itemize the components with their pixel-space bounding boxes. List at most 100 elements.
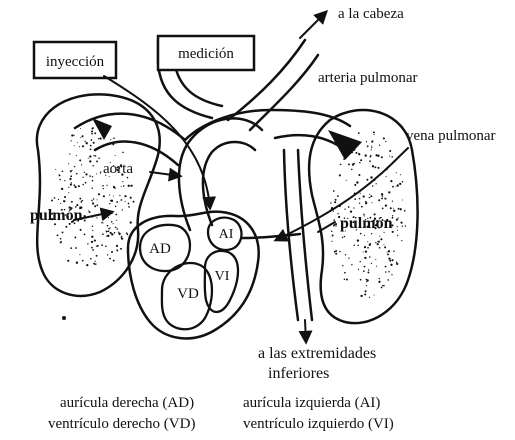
stipple-dot xyxy=(109,258,111,260)
stipple-dot xyxy=(75,186,77,188)
stipple-dot xyxy=(363,270,365,272)
left-lung-label: pulmón xyxy=(30,207,83,224)
pulmonary-vessels xyxy=(75,110,362,165)
stipple-dot xyxy=(354,245,355,246)
stipple-dot xyxy=(357,239,359,241)
stipple-dot xyxy=(354,198,356,200)
stipple-dot xyxy=(402,200,403,201)
stipple-dot xyxy=(93,142,95,144)
stipple-dot xyxy=(130,221,132,223)
stipple-dot xyxy=(387,253,389,255)
legend-vi: ventrículo izquierdo (VI) xyxy=(243,416,394,432)
stipple-dot xyxy=(369,244,371,246)
stipple-dot xyxy=(381,193,383,195)
stipple-dot xyxy=(358,269,359,270)
stipple-dot xyxy=(96,204,98,206)
stipple-dot xyxy=(110,139,111,140)
stipple-dot xyxy=(90,145,92,147)
stipple-dot xyxy=(369,160,371,162)
stipple-dot xyxy=(128,203,130,205)
stipple-dot xyxy=(375,242,376,243)
stipple-dot xyxy=(60,203,61,204)
stipple-dot xyxy=(116,228,117,229)
stipple-dot xyxy=(103,195,105,197)
stipple-dot xyxy=(390,180,392,182)
to-head-label: a la cabeza xyxy=(338,6,404,22)
stipple-dot xyxy=(110,232,112,234)
stipple-dot xyxy=(91,247,93,249)
stipple-dot xyxy=(108,228,110,230)
vi-label: VI xyxy=(215,269,230,284)
stipple-dot xyxy=(105,246,107,248)
stipple-dot xyxy=(106,185,107,186)
stipple-dot xyxy=(95,263,96,264)
stipple-dot xyxy=(381,287,383,289)
stipple-dot xyxy=(108,217,109,218)
stipple-dot xyxy=(364,294,366,296)
stipple-dot xyxy=(372,185,374,187)
stipple-dot xyxy=(335,223,337,225)
stipple-dot xyxy=(386,252,387,253)
stipple-dot xyxy=(101,222,102,223)
stipple-dot xyxy=(125,196,126,197)
stipple-dot xyxy=(51,200,53,202)
stipple-dot xyxy=(92,202,94,204)
stipple-dot xyxy=(370,176,372,178)
stipple-dot xyxy=(369,197,370,198)
stipple-dot xyxy=(385,266,387,268)
stipple-dot xyxy=(345,254,346,255)
stipple-dot xyxy=(356,181,358,183)
stipple-dot xyxy=(116,220,117,221)
stipple-dot xyxy=(371,233,372,234)
stipple-dot xyxy=(92,249,94,251)
stipple-dot xyxy=(109,194,110,195)
stipple-dot xyxy=(365,250,367,252)
stipple-dot xyxy=(80,229,82,231)
stipple-dot xyxy=(391,274,392,275)
stipple-dot xyxy=(127,177,129,179)
stipple-dot xyxy=(382,195,383,196)
stipple-dot xyxy=(84,172,85,173)
stipple-dot xyxy=(390,207,392,209)
stipple-dot xyxy=(98,193,100,195)
stipple-dot xyxy=(115,155,116,156)
stipple-dot xyxy=(335,225,336,226)
stray-dot xyxy=(62,316,66,320)
stipple-dot xyxy=(367,247,369,249)
stipple-dot xyxy=(120,199,122,201)
stipple-dot xyxy=(374,166,376,168)
stipple-dot xyxy=(125,201,126,202)
stipple-dot xyxy=(111,221,113,223)
stipple-dot xyxy=(79,146,80,147)
stipple-dot xyxy=(94,132,96,134)
stipple-dot xyxy=(365,290,367,292)
stipple-dot xyxy=(340,164,342,166)
stipple-dot xyxy=(358,174,360,176)
stipple-dot xyxy=(79,198,81,200)
stipple-dot xyxy=(368,269,369,270)
stipple-dot xyxy=(342,237,344,239)
stipple-dot xyxy=(367,271,369,273)
stipple-dot xyxy=(379,247,381,249)
stipple-dot xyxy=(372,165,374,167)
to-limbs-label-line1: a las extremidades xyxy=(258,345,376,362)
stipple-dot xyxy=(68,163,69,164)
stipple-dot xyxy=(332,235,334,237)
stipple-dot xyxy=(348,206,350,208)
stipple-dot xyxy=(331,241,332,242)
heart xyxy=(128,212,259,339)
stipple-dot xyxy=(96,246,97,247)
aorta-label: aorta xyxy=(103,161,133,177)
stipple-dot xyxy=(350,210,352,212)
stipple-dot xyxy=(74,145,75,146)
stipple-dot xyxy=(89,155,91,157)
stipple-dot xyxy=(385,271,387,273)
stipple-dot xyxy=(126,232,128,234)
stipple-dot xyxy=(397,184,399,186)
stipple-dot xyxy=(107,225,109,227)
stipple-dot xyxy=(388,271,389,272)
stipple-dot xyxy=(339,251,341,253)
stipple-dot xyxy=(122,209,123,210)
stipple-dot xyxy=(396,262,397,263)
stipple-dot xyxy=(376,183,377,184)
